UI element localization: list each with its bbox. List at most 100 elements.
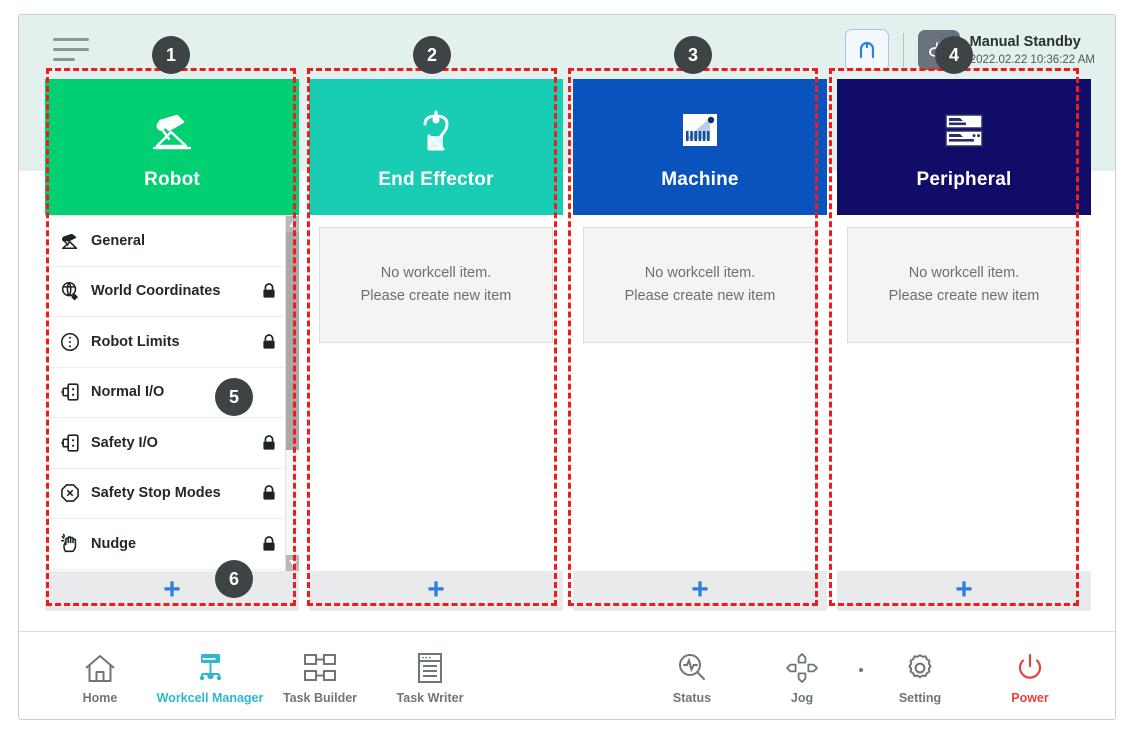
scrollbar-thumb[interactable]	[286, 232, 299, 450]
hamburger-menu-icon[interactable]	[53, 38, 99, 72]
card-title: End Effector	[378, 169, 494, 190]
nav-item-home[interactable]: Home	[45, 646, 155, 705]
jog-icon	[785, 646, 819, 684]
card-body-end-effector: No workcell item. Please create new item	[309, 215, 563, 571]
empty-state-line2: Please create new item	[624, 288, 776, 304]
lock-icon	[259, 283, 279, 299]
list-item-label: Normal I/O	[91, 384, 165, 401]
list-item-label: World Coordinates	[91, 283, 221, 300]
robot-item-list-viewport: General	[45, 216, 285, 571]
list-item[interactable]: World Coordinates	[45, 267, 285, 317]
card-body-machine: No workcell item. Please create new item	[573, 215, 827, 571]
nav-label: Task Writer	[396, 691, 464, 705]
list-item-label: General	[91, 232, 145, 249]
list-item[interactable]: Robot Limits	[45, 317, 285, 368]
list-item-label: Robot Limits	[91, 333, 180, 350]
robot-reset-icon[interactable]	[844, 29, 889, 71]
normal-io-icon	[53, 381, 87, 403]
safety-io-icon	[53, 432, 87, 454]
mode-text: Manual Standby 2022.02.22 10:36:22 AM	[970, 33, 1095, 68]
add-robot-item-button[interactable]: +	[45, 571, 299, 611]
add-machine-button[interactable]: +	[573, 571, 827, 611]
workcell-manager-icon	[192, 646, 228, 684]
hamburger-line	[53, 38, 89, 41]
nav-item-task-builder[interactable]: Task Builder	[265, 646, 375, 705]
gripper-icon	[414, 103, 458, 159]
list-item[interactable]: Safety I/O	[45, 418, 285, 469]
empty-state-line2: Please create new item	[888, 288, 1040, 304]
list-item[interactable]: Safety Stop Modes	[45, 469, 285, 519]
scroll-down-button[interactable]	[286, 555, 299, 571]
lock-icon	[259, 485, 279, 501]
card-title: Robot	[144, 169, 200, 190]
robot-arm-icon	[147, 103, 197, 159]
manual-hand-icon[interactable]	[917, 30, 960, 70]
safety-stop-modes-icon	[53, 482, 87, 504]
card-body-robot: General	[45, 215, 299, 571]
list-item[interactable]: General	[45, 216, 285, 267]
nav-item-setting[interactable]: Setting	[865, 646, 975, 705]
mode-title: Manual Standby	[969, 33, 1081, 50]
card-header-end-effector[interactable]: End Effector	[309, 79, 563, 215]
card-header-peripheral[interactable]: Peripheral	[837, 79, 1091, 215]
nav-label: Workcell Manager	[156, 691, 264, 705]
empty-state-line1: No workcell item.	[644, 264, 756, 281]
nav-label: Jog	[790, 691, 814, 705]
plus-icon: +	[691, 572, 709, 606]
nudge-icon	[53, 533, 87, 555]
card-title: Machine	[661, 169, 739, 190]
list-item-label: Safety Stop Modes	[91, 485, 221, 502]
add-peripheral-button[interactable]: +	[837, 571, 1091, 611]
list-item[interactable]: Normal I/O	[45, 368, 285, 418]
bottom-nav-left-group: Home	[45, 646, 485, 705]
scroll-up-button[interactable]	[286, 216, 299, 232]
card-title: Peripheral	[916, 169, 1012, 190]
task-writer-icon	[414, 646, 446, 684]
hamburger-line	[53, 58, 75, 61]
empty-state: No workcell item. Please create new item	[319, 227, 553, 343]
nav-item-power[interactable]: Power	[975, 646, 1085, 705]
nav-item-workcell-manager[interactable]: Workcell Manager	[155, 646, 265, 705]
robot-general-icon	[53, 231, 87, 251]
list-item-label: Nudge	[91, 535, 137, 552]
status-icon	[676, 646, 708, 684]
nav-item-jog[interactable]: Jog	[747, 646, 857, 705]
bottom-nav-right-group: Status Jog	[637, 646, 1085, 705]
nav-item-status[interactable]: Status	[637, 646, 747, 705]
status-cluster: Manual Standby 2022.02.22 10:36:22 AM	[844, 25, 1095, 75]
power-icon	[1014, 646, 1046, 684]
bottom-navigation-bar: Home	[19, 631, 1115, 719]
empty-state-line1: No workcell item.	[908, 264, 1020, 281]
home-icon	[83, 646, 117, 684]
workcell-card-robot: Robot	[45, 79, 299, 611]
peripheral-icon	[939, 103, 989, 159]
separator-dot	[859, 667, 863, 672]
nav-label: Home	[82, 691, 118, 705]
plus-icon: +	[163, 572, 181, 606]
nav-label: Setting	[898, 691, 942, 705]
workcell-card-end-effector: End Effector No workcell item. Please cr…	[309, 79, 563, 611]
empty-state-line1: No workcell item.	[380, 264, 492, 281]
mode-timestamp: 2022.02.22 10:36:22 AM	[969, 53, 1095, 66]
empty-state: No workcell item. Please create new item	[847, 227, 1081, 343]
plus-icon: +	[955, 572, 973, 606]
robot-list-scrollbar[interactable]	[285, 216, 299, 571]
divider	[902, 33, 904, 67]
empty-state-line2: Please create new item	[360, 288, 512, 304]
list-item-label: Safety I/O	[91, 434, 158, 451]
nav-label: Task Builder	[282, 691, 358, 705]
list-item[interactable]: Nudge	[45, 519, 285, 570]
card-header-machine[interactable]: Machine	[573, 79, 827, 215]
world-coordinates-icon	[53, 280, 87, 302]
lock-icon	[259, 535, 279, 552]
machine-icon	[677, 103, 723, 159]
robot-limits-icon	[53, 331, 87, 353]
nav-label: Status	[672, 691, 712, 705]
add-end-effector-button[interactable]: +	[309, 571, 563, 611]
nav-item-task-writer[interactable]: Task Writer	[375, 646, 485, 705]
workcell-card-machine: Machine No workcell item. Please create …	[573, 79, 827, 611]
lock-icon	[259, 333, 279, 350]
gear-icon	[904, 646, 936, 684]
card-header-robot[interactable]: Robot	[45, 79, 299, 215]
